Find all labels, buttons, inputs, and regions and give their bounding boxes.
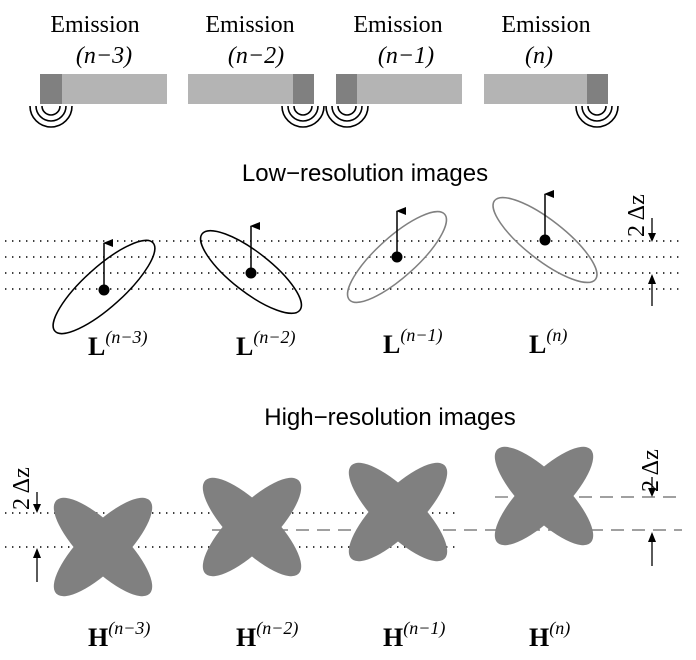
high-res-image-2 bbox=[202, 477, 302, 577]
low-res-label-4: L(n) bbox=[529, 325, 567, 359]
psf-ellipse bbox=[199, 229, 303, 315]
emission-3-label: Emission bbox=[353, 12, 442, 38]
low-res-section: Low−resolution images L(n−3) L(n−2) L bbox=[5, 160, 684, 361]
emission-3: Emission (n−1) bbox=[325, 12, 462, 128]
emission-4-transducer bbox=[587, 74, 608, 104]
high-res-section: High−resolution images H(n−3) H(n−2) H(n… bbox=[5, 404, 682, 652]
psf-blob bbox=[53, 497, 153, 597]
emission-4-wave-icon bbox=[575, 105, 619, 128]
scatterer-dot bbox=[98, 284, 110, 296]
psf-blob bbox=[494, 446, 594, 546]
emission-4-label: Emission bbox=[501, 12, 590, 38]
emission-4-index: (n) bbox=[525, 43, 553, 69]
emission-3-index: (n−1) bbox=[378, 43, 434, 69]
low-res-dz-marker: 2 Δz bbox=[624, 194, 656, 306]
emission-row: Emission (n−3) Emission (n−2) Emissi bbox=[29, 12, 619, 128]
scatterer-dot bbox=[391, 251, 403, 263]
emission-1-wave-icon bbox=[29, 105, 73, 128]
low-res-image-4: L(n) bbox=[492, 190, 598, 359]
low-res-guide-lines bbox=[5, 240, 684, 290]
low-res-title: Low−resolution images bbox=[242, 160, 488, 187]
emission-2-transducer bbox=[293, 74, 314, 104]
low-res-label-3: L(n−1) bbox=[383, 325, 442, 359]
emission-2-label: Emission bbox=[205, 12, 294, 38]
psf-blob bbox=[202, 477, 302, 577]
scatterer-dot bbox=[245, 267, 257, 279]
high-res-title: High−resolution images bbox=[264, 404, 515, 431]
emission-3-wave-icon bbox=[325, 105, 369, 128]
high-res-label-3: H(n−1) bbox=[383, 618, 445, 652]
psf-ellipse bbox=[346, 210, 448, 304]
high-res-image-4 bbox=[494, 446, 594, 546]
emission-1-label: Emission bbox=[50, 12, 139, 38]
high-res-label-4: H(n) bbox=[529, 618, 570, 652]
high-res-label-1: H(n−3) bbox=[88, 618, 150, 652]
emission-4: Emission (n) bbox=[484, 12, 619, 128]
low-res-dz-label: 2 Δz bbox=[624, 194, 650, 237]
psf-blob bbox=[348, 462, 448, 562]
emission-2-index: (n−2) bbox=[228, 43, 284, 69]
high-res-dz-marker-right: 2 Δz bbox=[638, 449, 664, 566]
emission-1-index: (n−3) bbox=[76, 43, 132, 69]
high-res-label-2: H(n−2) bbox=[236, 618, 298, 652]
emission-1: Emission (n−3) bbox=[29, 12, 167, 128]
low-res-label-1: L(n−3) bbox=[88, 327, 147, 361]
scatterer-dot bbox=[539, 234, 551, 246]
psf-ellipse bbox=[52, 239, 156, 335]
low-res-label-2: L(n−2) bbox=[236, 327, 295, 361]
emission-1-transducer bbox=[40, 74, 62, 104]
emission-2-wave-icon bbox=[281, 105, 325, 128]
emission-2: Emission (n−2) bbox=[188, 12, 325, 128]
low-res-image-3: L(n−1) bbox=[346, 207, 448, 359]
psf-ellipse bbox=[492, 196, 598, 284]
high-res-dz-marker-left: 2 Δz bbox=[9, 467, 41, 582]
low-res-image-1: L(n−3) bbox=[52, 239, 156, 361]
high-res-image-3 bbox=[348, 462, 448, 562]
high-res-dz-label-left: 2 Δz bbox=[9, 467, 35, 510]
emission-3-transducer bbox=[336, 74, 357, 104]
low-res-image-2: L(n−2) bbox=[199, 222, 303, 361]
high-res-dz-label-right: 2 Δz bbox=[638, 449, 664, 492]
high-res-image-1 bbox=[53, 497, 153, 597]
